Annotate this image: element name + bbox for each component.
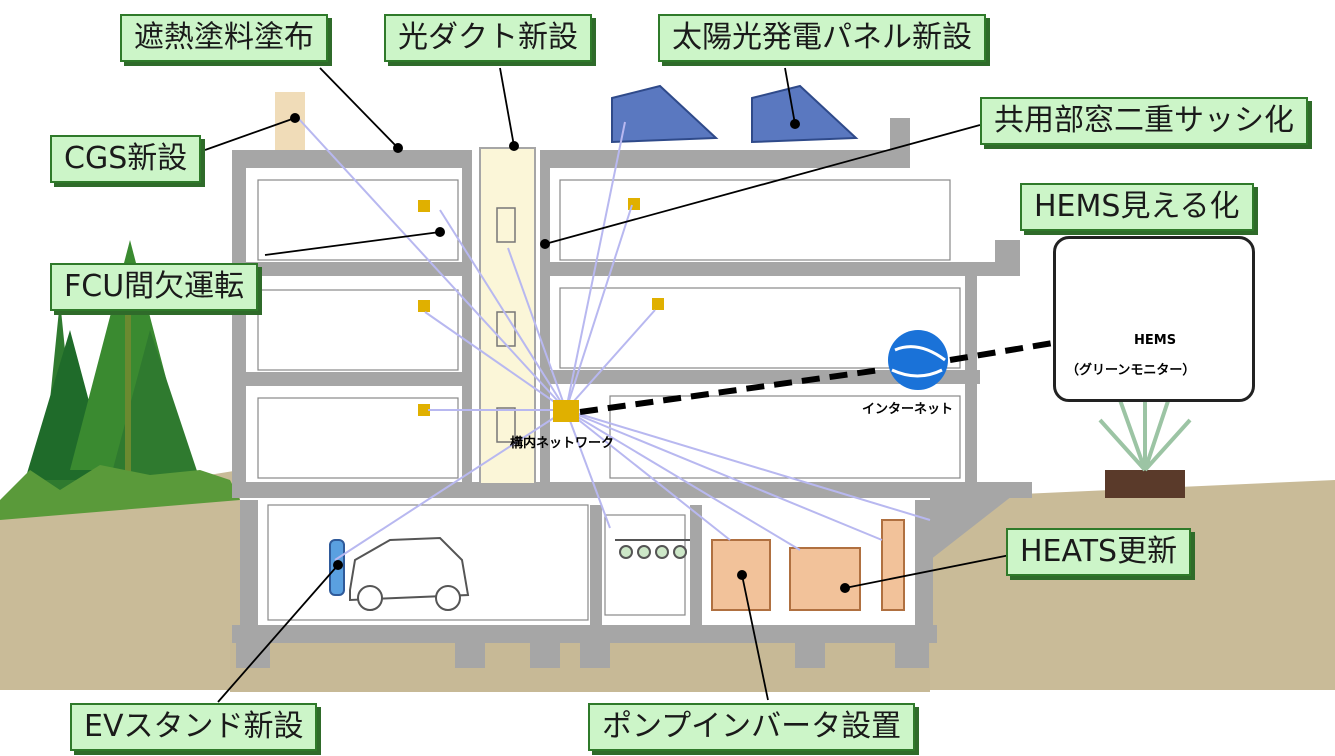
callout-solar-panel: 太陽光発電パネル新設: [658, 14, 986, 62]
internet-globe: [888, 330, 948, 390]
hems-title: HEMS: [1134, 333, 1177, 348]
callout-ev-stand: EVスタンド新設: [70, 703, 318, 751]
fcu-unit: [628, 198, 640, 210]
callout-pump-inverter: ポンプインバータ設置: [588, 703, 916, 751]
heats-unit-2: [789, 547, 861, 611]
callout-fcu: FCU間欠運転: [50, 263, 259, 311]
callout-heats: HEATS更新: [1006, 528, 1192, 576]
internet-label: インターネット: [862, 402, 954, 417]
callout-double-sash: 共用部窓二重サッシ化: [980, 97, 1308, 145]
network-hub: [553, 400, 579, 422]
callout-cgs: CGS新設: [50, 135, 202, 183]
fcu-unit: [418, 404, 430, 416]
hems-subtitle: （グリーンモニター）: [1066, 363, 1196, 378]
internet-link: [579, 367, 881, 415]
building-structure: [232, 92, 1032, 668]
callout-heat-shield-paint: 遮熱塗料塗布: [120, 14, 328, 62]
solar-panel-1: [611, 84, 719, 144]
heats-unit-3: [881, 519, 905, 611]
lan-label: 構内ネットワーク: [510, 436, 615, 451]
fcu-unit: [418, 300, 430, 312]
fcu-unit: [652, 298, 664, 310]
trees-left: [0, 240, 240, 520]
fcu-unit: [418, 200, 430, 212]
hems-link: [949, 340, 1054, 363]
tree-right: [1098, 385, 1192, 498]
leader-lines: [204, 67, 1011, 703]
ground-left: [0, 470, 240, 700]
callout-hems-visual: HEMS見える化: [1020, 183, 1254, 231]
solar-panel-2: [751, 84, 859, 144]
network-lines: [297, 117, 931, 561]
callout-light-duct: 光ダクト新設: [384, 14, 592, 62]
hems-panel: HEMS （グリーンモニター）: [1053, 236, 1255, 402]
pump-equipment: [615, 539, 690, 559]
